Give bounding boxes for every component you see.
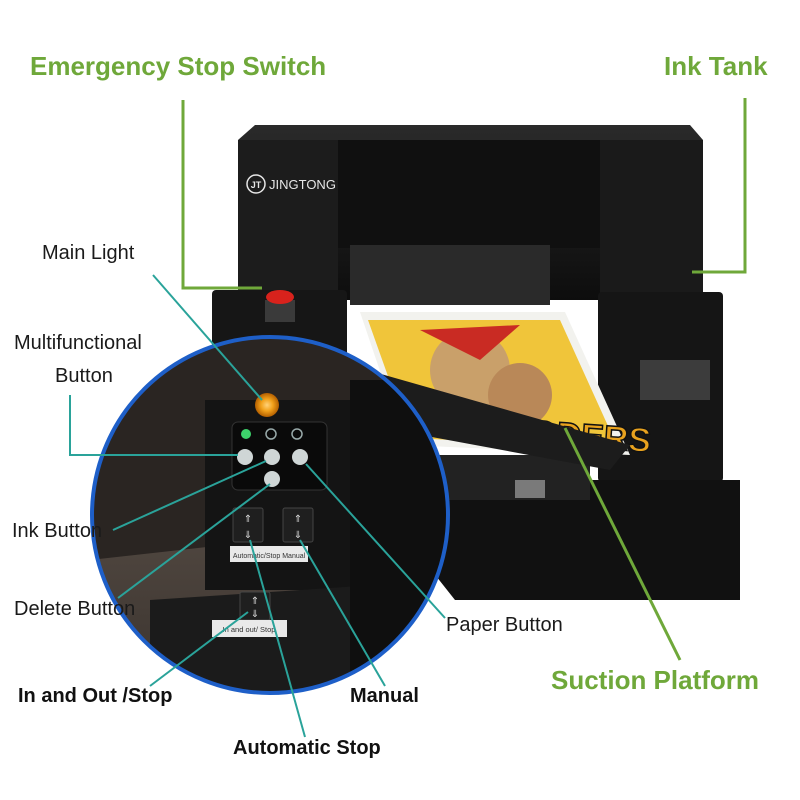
delete-button[interactable] — [264, 471, 280, 487]
svg-text:⇑: ⇑ — [294, 514, 302, 525]
callout-automatic-stop: Automatic Stop — [233, 737, 381, 759]
callout-main-light: Main Light — [42, 242, 135, 264]
print-sample: CODERS — [330, 312, 653, 470]
callout-ink-button: Ink Button — [12, 520, 103, 542]
emergency-stop-switch[interactable] — [265, 290, 295, 322]
svg-text:⇑: ⇑ — [251, 596, 259, 607]
callout-multifunctional-line1: Multifunctional — [14, 332, 142, 354]
automatic-stop-switch[interactable] — [232, 507, 264, 543]
svg-text:⇓: ⇓ — [294, 530, 302, 541]
brand-logo: JT JINGTONG — [246, 174, 336, 194]
switch-label-top: Automatic/Stop Manual — [233, 553, 306, 560]
manual-switch[interactable] — [282, 507, 314, 543]
magnifier-ring — [90, 335, 450, 695]
magnified-panel: ⇑ ⇓ ⇑ ⇓ Automatic/Stop Manual ⇑ ⇓ In and… — [92, 337, 448, 693]
svg-text:⇓: ⇓ — [244, 530, 252, 541]
callout-delete-button: Delete Button — [14, 598, 136, 620]
callout-paper-button: Paper Button — [446, 614, 563, 636]
callout-multifunctional-line2: Button — [55, 365, 113, 387]
green-leaders — [181, 98, 747, 661]
svg-text:⇓: ⇓ — [251, 609, 259, 620]
ready-indicator — [241, 429, 251, 439]
switch-label-bottom: In and out/ Stop — [223, 625, 276, 634]
callout-manual: Manual — [350, 685, 419, 707]
callout-suction-platform: Suction Platform — [551, 665, 760, 695]
ink-button[interactable] — [264, 449, 280, 465]
multifunctional-button[interactable] — [237, 449, 253, 465]
brand-mark: JT — [251, 180, 262, 190]
brand-name: JINGTONG — [269, 177, 336, 192]
teal-leaders — [69, 274, 446, 738]
paper-button[interactable] — [292, 449, 308, 465]
callout-in-out-stop: In and Out /Stop — [18, 685, 173, 707]
svg-text:⇑: ⇑ — [244, 514, 252, 525]
callout-emergency-stop: Emergency Stop Switch — [30, 51, 327, 81]
callout-ink-tank: Ink Tank — [664, 51, 768, 81]
